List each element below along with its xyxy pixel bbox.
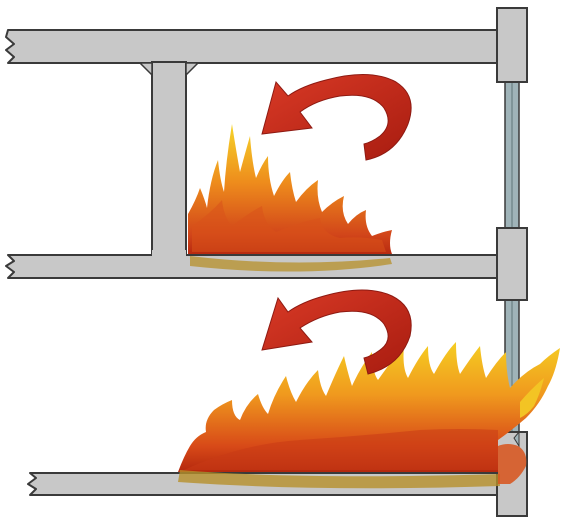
- lower-room-fire: [178, 342, 560, 489]
- upper-curved-arrow-icon: [261, 73, 412, 161]
- interior-column: [138, 61, 200, 259]
- upper-room-fire: [188, 124, 392, 272]
- lower-curved-arrow-icon: [261, 289, 412, 375]
- upper-floor-slab: [5, 29, 501, 64]
